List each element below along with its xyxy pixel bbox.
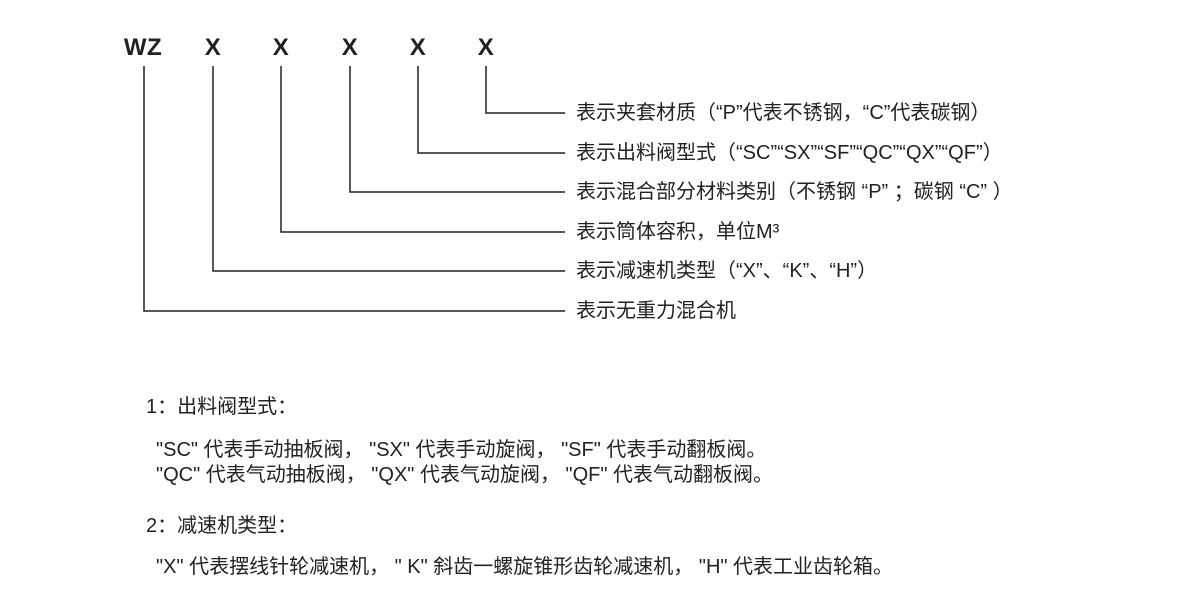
note2-line-reducer-types: "X" 代表摆线针轮减速机， " K" 斜齿一螺旋锥形齿轮减速机， "H" 代表… [156, 556, 894, 578]
connector-line-mixing-material-category [349, 66, 565, 193]
model-prefix: WZ [123, 34, 163, 61]
label-mixing-material-category: 表示混合部分材料类别（不锈钢 “P” ；碳钢 “C” ） [576, 181, 1013, 203]
note1-title: 1：出料阀型式： [146, 396, 298, 418]
label-mixer-name: 表示无重力混合机 [576, 300, 736, 322]
model-placeholder-4: X [409, 34, 427, 61]
label-discharge-valve-type: 表示出料阀型式（“SC”“SX”“SF”“QC”“QX”“QF”） [576, 142, 1003, 164]
label-barrel-volume: 表示筒体容积，单位M³ [576, 221, 780, 243]
model-placeholder-2: X [272, 34, 290, 61]
note2-title: 2：减速机类型： [146, 515, 298, 537]
connector-line-barrel-volume [280, 66, 565, 233]
connector-line-jacket-material [485, 66, 565, 114]
label-reducer-type: 表示减速机类型（“X”、“K”、“H”） [576, 260, 878, 282]
connector-line-discharge-valve-type [417, 66, 565, 154]
connector-line-reducer-type [212, 66, 565, 272]
note1-line-manual-valves: "SC" 代表手动抽板阀， "SX" 代表手动旋阀， "SF" 代表手动翻板阀。 [156, 439, 767, 461]
model-placeholder-1: X [204, 34, 222, 61]
label-jacket-material: 表示夹套材质（“P”代表不锈钢，“C”代表碳钢） [576, 102, 991, 124]
connector-line-mixer-name [143, 66, 565, 312]
model-placeholder-3: X [341, 34, 359, 61]
model-placeholder-5: X [477, 34, 495, 61]
note1-line-pneumatic-valves: "QC" 代表气动抽板阀， "QX" 代表气动旋阀， "QF" 代表气动翻板阀。 [156, 464, 774, 486]
